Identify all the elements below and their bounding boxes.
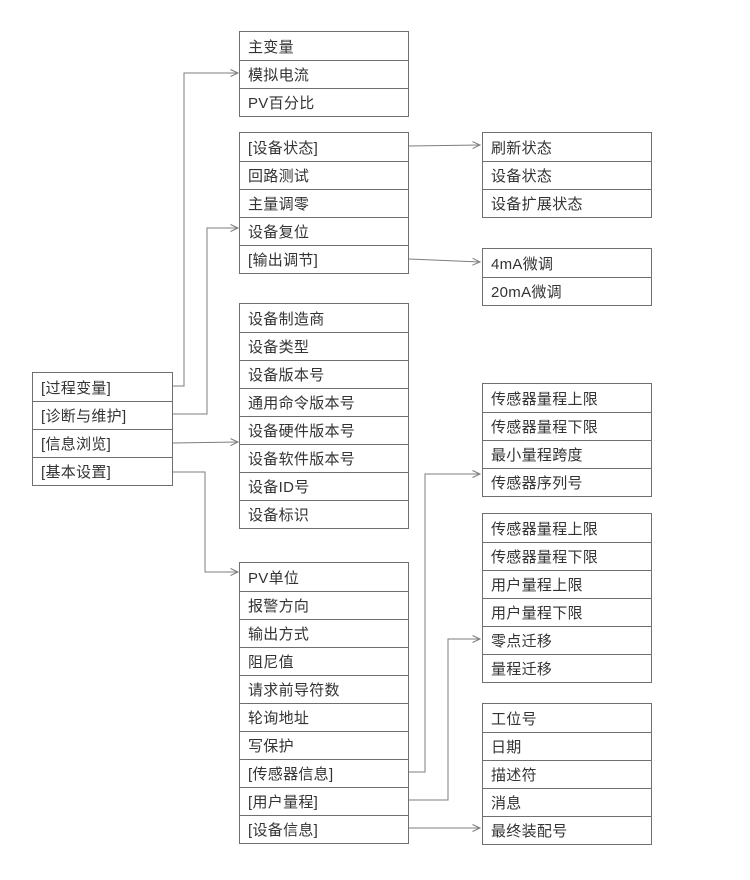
device-status-box: 刷新状态设备状态设备扩展状态 <box>482 132 652 218</box>
link-user-range <box>409 635 482 801</box>
info-browse-item: 设备版本号 <box>240 360 408 388</box>
info-browse-box: 设备制造商设备类型设备版本号通用命令版本号设备硬件版本号设备软件版本号设备ID号… <box>239 303 409 529</box>
basic-settings-box: PV单位报警方向输出方式阻尼值请求前导符数轮询地址写保护[传感器信息][用户量程… <box>239 562 409 844</box>
sensor-info-item: 传感器量程下限 <box>483 412 651 440</box>
diagnostics-maintenance-item: [输出调节] <box>240 245 408 273</box>
basic-settings-item: PV单位 <box>248 569 300 587</box>
info-browse-item: 设备软件版本号 <box>240 444 408 472</box>
basic-settings-item: 轮询地址 <box>240 703 408 731</box>
user-range-item: 量程迁移 <box>483 654 651 682</box>
device-info-item: 工位号 <box>491 710 537 728</box>
diagnostics-maintenance-item: 主量调零 <box>240 189 408 217</box>
device-info-item: 最终装配号 <box>483 816 651 844</box>
device-info-item: 消息 <box>483 788 651 816</box>
info-browse-item: 设备ID号 <box>240 472 408 500</box>
root-menu-item: [诊断与维护] <box>33 401 172 429</box>
device-info-item: 描述符 <box>483 760 651 788</box>
diagnostics-maintenance-item: [设备状态] <box>248 139 319 157</box>
diagnostics-maintenance-item: 设备复位 <box>240 217 408 245</box>
output-adjust-box: 4mA微调 20mA微调 <box>482 248 652 306</box>
link-output-adjust <box>408 257 482 266</box>
info-browse-item: 设备硬件版本号 <box>240 416 408 444</box>
link-sensor-info <box>409 470 482 773</box>
user-range-item: 用户量程上限 <box>483 570 651 598</box>
basic-settings-item: 报警方向 <box>240 591 408 619</box>
sensor-info-item: 传感器量程上限 <box>491 390 599 408</box>
info-browse-item: 设备标识 <box>240 500 408 528</box>
process-variables-item: 主变量 <box>248 38 294 56</box>
info-browse-item: 通用命令版本号 <box>240 388 408 416</box>
basic-settings-item: 写保护 <box>240 731 408 759</box>
user-range-item: 传感器量程上限 <box>491 520 599 538</box>
diagnostics-maintenance-item: 回路测试 <box>240 161 408 189</box>
basic-settings-item: 输出方式 <box>240 619 408 647</box>
basic-settings-item: [传感器信息] <box>240 759 408 787</box>
basic-settings-item: 请求前导符数 <box>240 675 408 703</box>
user-range-item: 用户量程下限 <box>483 598 651 626</box>
output-adjust-item: 20mA微调 <box>483 277 651 305</box>
device-info-item: 日期 <box>483 732 651 760</box>
root-menu-item: [基本设置] <box>33 457 172 485</box>
link-diagnostics-maintenance <box>173 224 240 415</box>
info-browse-item: 设备类型 <box>240 332 408 360</box>
root-menu-item: [信息浏览] <box>33 429 172 457</box>
process-variables-item: 模拟电流 <box>240 60 408 88</box>
link-device-status <box>408 141 482 150</box>
device-status-item: 设备状态 <box>483 161 651 189</box>
basic-settings-item: 阻尼值 <box>240 647 408 675</box>
user-range-box: 传感器量程上限传感器量程下限用户量程上限用户量程下限零点迁移量程迁移 <box>482 513 652 683</box>
link-info-browse <box>172 438 240 447</box>
device-status-item: 刷新状态 <box>491 139 553 157</box>
sensor-info-item: 传感器序列号 <box>483 468 651 496</box>
device-info-box: 工位号日期描述符消息最终装配号 <box>482 703 652 845</box>
user-range-item: 传感器量程下限 <box>483 542 651 570</box>
root-menu-item: [过程变量] <box>41 379 112 397</box>
sensor-info-item: 最小量程跨度 <box>483 440 651 468</box>
output-adjust-item: 4mA微调 <box>491 255 554 273</box>
root-menu-box: [过程变量] [诊断与维护][信息浏览][基本设置] <box>32 372 173 486</box>
diagnostics-maintenance-box: [设备状态] 回路测试主量调零设备复位[输出调节] <box>239 132 409 274</box>
user-range-item: 零点迁移 <box>483 626 651 654</box>
basic-settings-item: [用户量程] <box>240 787 408 815</box>
basic-settings-item: [设备信息] <box>240 815 408 843</box>
link-basic-settings <box>173 471 240 576</box>
sensor-info-box: 传感器量程上限传感器量程下限最小量程跨度传感器序列号 <box>482 383 652 497</box>
device-status-item: 设备扩展状态 <box>483 189 651 217</box>
process-variables-item: PV百分比 <box>240 88 408 116</box>
link-process-variables <box>173 69 240 387</box>
info-browse-item: 设备制造商 <box>248 310 325 328</box>
